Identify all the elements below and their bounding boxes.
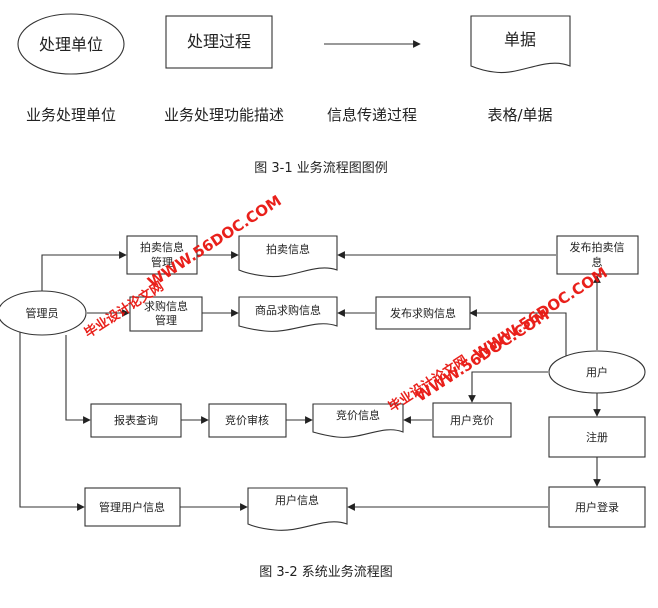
node-auction-mgmt: 拍卖信息管理 xyxy=(126,235,198,275)
node-bid-doc: 竞价信息 xyxy=(312,403,404,438)
node-purchase-mgmt: 求购信息管理 xyxy=(129,296,203,332)
node-user-label: 用户 xyxy=(586,365,608,379)
legend-process-label: 处理过程 xyxy=(187,32,251,51)
node-admin-label: 管理员 xyxy=(26,306,59,320)
node-register: 注册 xyxy=(548,416,646,458)
node-report-query-label: 报表查询 xyxy=(114,413,158,427)
node-auction-doc: 拍卖信息 xyxy=(238,235,338,278)
node-user-doc-label: 用户信息 xyxy=(275,493,319,507)
node-manage-users: 管理用户信息 xyxy=(84,487,181,527)
node-publish-purchase: 发布求购信息 xyxy=(375,296,471,330)
node-bid-review: 竞价审核 xyxy=(208,403,287,438)
legend-caption-document: 表格/单据 xyxy=(487,106,552,124)
figure-caption-3-2: 图 3-2 系统业务流程图 xyxy=(259,564,393,580)
figure-caption-3-1: 图 3-1 业务流程图图例 xyxy=(254,160,388,176)
auction-mgmt-line2: 管理 xyxy=(151,255,173,269)
node-publish-auction: 发布拍卖信息 xyxy=(556,235,639,275)
legend-caption-unit: 业务处理单位 xyxy=(26,106,116,124)
legend-ellipse: 处理单位 xyxy=(17,13,125,75)
purchase-mgmt-line2: 管理 xyxy=(155,313,177,327)
purchase-mgmt-line1: 求购信息 xyxy=(144,299,188,313)
node-purchase-mgmt-label: 求购信息管理 xyxy=(144,299,188,327)
node-admin: 管理员 xyxy=(0,290,87,336)
node-bid-doc-label: 竞价信息 xyxy=(336,408,380,422)
node-user-bid: 用户竞价 xyxy=(432,402,512,438)
node-auction-doc-label: 拍卖信息 xyxy=(266,242,310,256)
node-manage-users-label: 管理用户信息 xyxy=(99,500,165,514)
auction-mgmt-line: 拍卖信息 xyxy=(140,240,184,254)
legend-caption-process: 业务处理功能描述 xyxy=(164,106,284,124)
node-user-login-label: 用户登录 xyxy=(575,500,619,514)
node-user: 用户 xyxy=(548,350,646,394)
node-register-label: 注册 xyxy=(586,430,608,444)
flow-lines xyxy=(19,251,601,511)
node-publish-purchase-label: 发布求购信息 xyxy=(390,306,456,320)
legend-ellipse-label: 处理单位 xyxy=(39,35,103,54)
node-purchase-doc-label: 商品求购信息 xyxy=(255,303,321,317)
publish-auction-line1: 发布拍卖信 xyxy=(570,240,625,254)
legend-process-box: 处理过程 xyxy=(165,15,273,69)
legend-caption-flow: 信息传递过程 xyxy=(327,106,417,124)
node-report-query: 报表查询 xyxy=(90,403,182,438)
node-user-login: 用户登录 xyxy=(548,486,646,528)
node-user-doc: 用户信息 xyxy=(247,487,348,531)
node-publish-auction-label: 发布拍卖信息 xyxy=(570,240,625,269)
legend-document: 单据 xyxy=(470,15,571,74)
node-auction-mgmt-label: 拍卖信息管理 xyxy=(140,240,184,269)
legend-document-label: 单据 xyxy=(504,30,536,49)
publish-auction-line2: 息 xyxy=(592,255,603,269)
node-bid-review-label: 竞价审核 xyxy=(225,413,269,427)
node-user-bid-label: 用户竞价 xyxy=(450,413,494,427)
legend: 处理单位 处理过程 单据 业务处理单位 业务处理功能描述 信息传递过程 表格/单… xyxy=(17,13,571,176)
node-purchase-doc: 商品求购信息 xyxy=(238,296,338,332)
